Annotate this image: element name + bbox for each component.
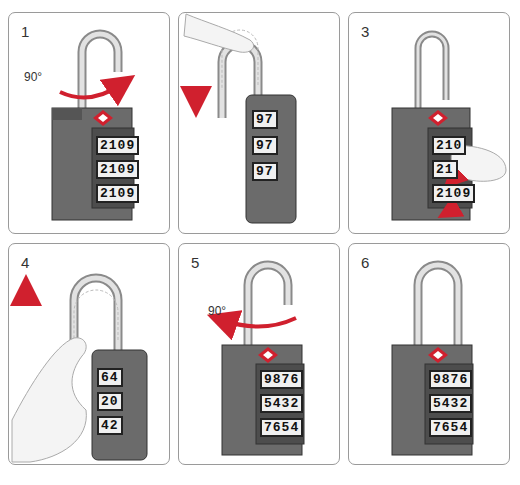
step-panel: 5 (178, 243, 340, 465)
tsa-logo (428, 347, 448, 363)
tsa-logo-inner (433, 351, 443, 359)
shackle-shine (418, 34, 446, 108)
dial-digits: 210 (432, 136, 466, 155)
dial-digits: 9876 (429, 370, 472, 389)
step-number: 2 (191, 23, 199, 40)
dial-digits: 20 (97, 392, 123, 411)
tsa-logo-inner (433, 114, 443, 122)
push-arrow (194, 86, 198, 102)
dial-digits: 42 (97, 416, 123, 435)
dial-digits: 97 (252, 110, 278, 129)
lock-step-4 (12, 278, 147, 462)
step-panel: 6 (348, 243, 510, 465)
step-panel: 1 (8, 12, 170, 234)
shackle-ghost (222, 30, 258, 90)
tsa-logo-inner (263, 351, 273, 359)
lock-body (246, 95, 296, 223)
tsa-logo-inner (98, 114, 108, 122)
shackle-ghost (74, 290, 118, 352)
step-panel: 2 (178, 12, 340, 234)
tsa-logo (258, 347, 278, 363)
lock-step-6 (392, 265, 473, 455)
shackle (418, 265, 458, 345)
shackle-shine (74, 278, 118, 350)
finger (451, 146, 506, 182)
dial-housing (256, 364, 304, 444)
lock-body (92, 350, 147, 460)
angle-label: 90° (24, 70, 42, 84)
tsa-logo (93, 110, 113, 126)
dial-digits: 97 (252, 136, 278, 155)
lock-step-3 (392, 34, 506, 220)
body-top (52, 108, 82, 120)
lock-step-1 (52, 34, 134, 220)
step-panel: 4 (8, 243, 170, 465)
tsa-logo (428, 110, 448, 126)
shackle-shine (248, 265, 288, 345)
dial-digits: 2109 (96, 136, 139, 155)
turn-arrow (448, 162, 456, 180)
rotate-arrow (60, 84, 122, 97)
shackle-shine (222, 44, 258, 118)
angle-label: 90° (208, 304, 226, 318)
lock-body (52, 108, 132, 220)
dial-housing (428, 128, 472, 208)
dial-digits: 9876 (260, 370, 303, 389)
shackle (418, 34, 446, 108)
step-number: 3 (361, 23, 369, 40)
shackle-shine (82, 34, 118, 112)
shackle (82, 34, 118, 112)
dial-housing (92, 128, 134, 208)
step-panel: 3 (348, 12, 510, 234)
dial-digits: 2109 (432, 184, 475, 203)
dial-digits: 7654 (260, 418, 303, 437)
turn-arrow (446, 196, 455, 212)
lock-step-5 (222, 265, 304, 455)
dial-digits: 5432 (429, 394, 472, 413)
step-number: 1 (21, 23, 29, 40)
dial-digits: 2109 (96, 184, 139, 203)
dial-digits: 5432 (260, 394, 303, 413)
pull-arrow (24, 290, 28, 305)
dial-digits: 21 (432, 160, 458, 179)
finger (184, 14, 254, 52)
dial-digits: 2109 (96, 160, 139, 179)
step-number: 6 (361, 254, 369, 271)
shackle (222, 44, 258, 118)
shackle-shine (418, 265, 458, 345)
step-number: 5 (191, 254, 199, 271)
step-number: 4 (21, 254, 29, 271)
shackle (248, 265, 288, 345)
dial-digits: 64 (97, 368, 123, 387)
lock-step-2 (184, 14, 296, 223)
hand (12, 338, 86, 462)
dial-digits: 7654 (429, 418, 472, 437)
lock-body (222, 345, 302, 455)
lock-body (392, 108, 470, 220)
dial-digits: 97 (252, 162, 278, 181)
dial-housing (425, 364, 473, 444)
shackle (74, 278, 118, 350)
lock-body (392, 345, 472, 455)
rotate-arrow (222, 318, 296, 327)
